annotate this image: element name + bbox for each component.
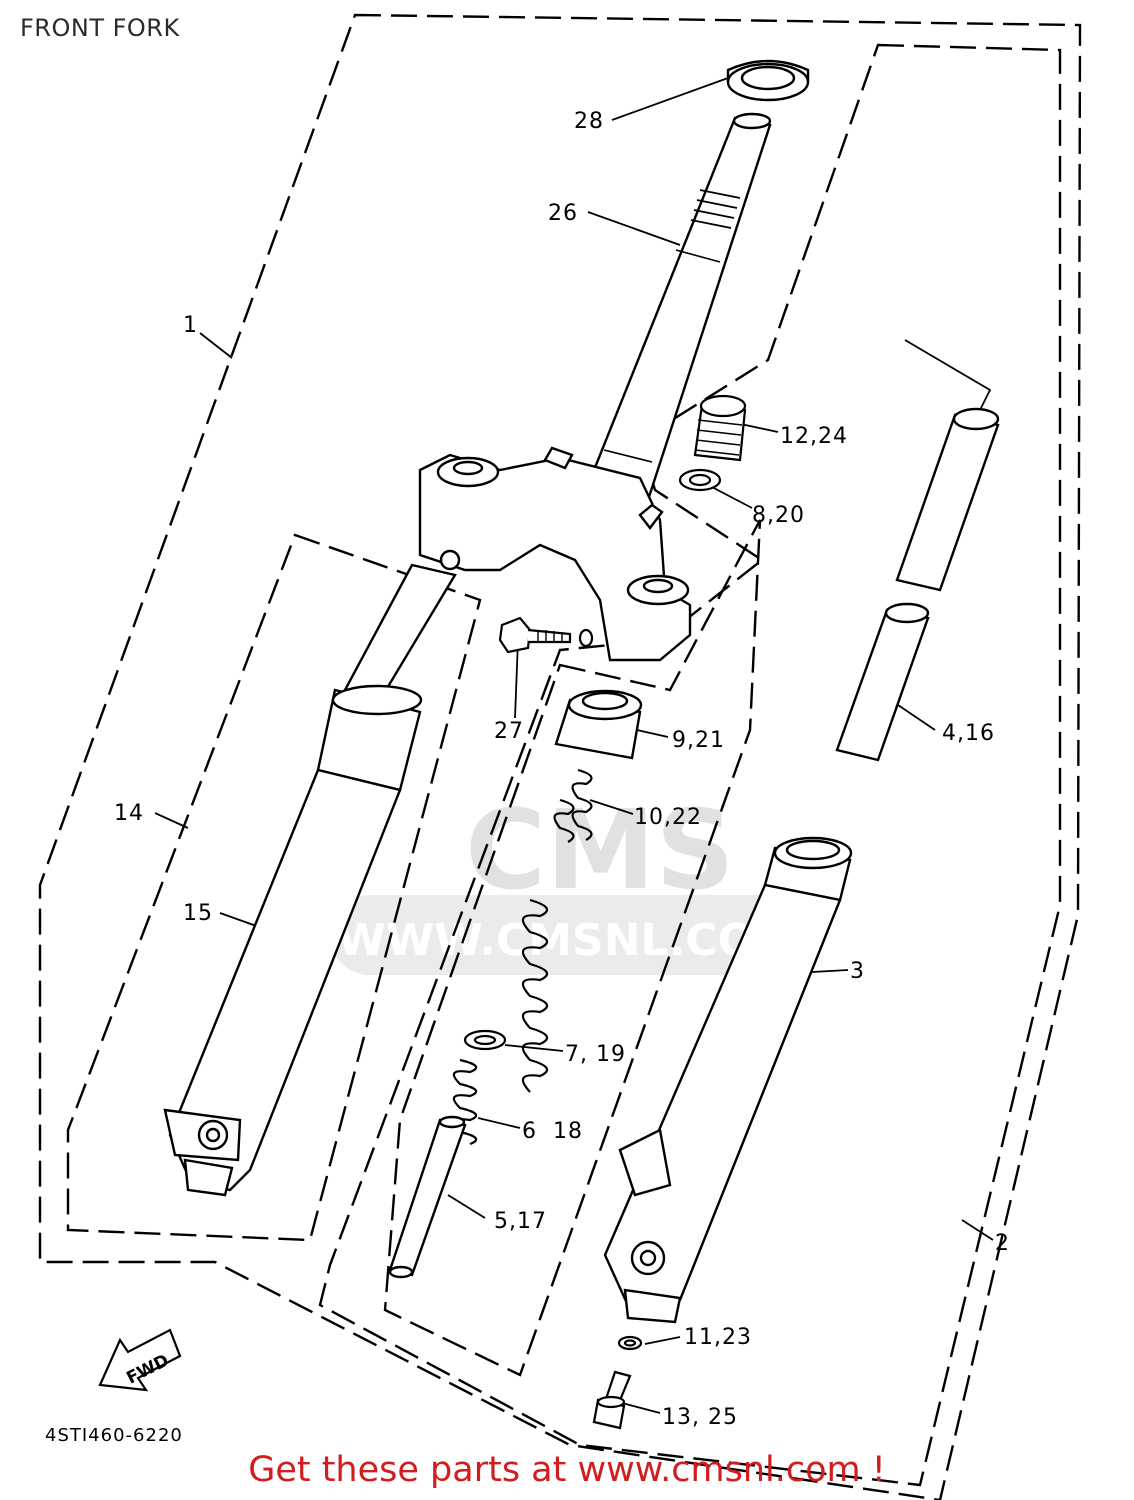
outline-inner-cartridge xyxy=(383,519,762,1377)
callout-6-18: 6 18 xyxy=(522,1119,583,1144)
callout-15: 15 xyxy=(183,901,213,926)
callout-12-24: 12,24 xyxy=(780,424,848,449)
callout-3: 3 xyxy=(850,959,865,984)
page-title: FRONT FORK xyxy=(20,14,180,42)
callout-1: 1 xyxy=(183,313,198,338)
watermark-url: WWW.CMSNL.COM xyxy=(337,915,799,966)
inner-tube-4-16 xyxy=(835,407,1000,762)
callout-5-17: 5,17 xyxy=(494,1209,547,1234)
assembly-outlines xyxy=(38,13,1082,1500)
callout-9-21: 9,21 xyxy=(672,728,725,753)
fork-spring-10-22 xyxy=(521,768,593,1093)
dust-seal-9-21 xyxy=(554,689,643,760)
fwd-arrow-icon: FWD xyxy=(98,1328,182,1392)
under-bracket xyxy=(418,446,692,662)
left-fork-leg-14-15 xyxy=(163,563,457,1197)
watermark-cms: CMS WWW.CMSNL.COM xyxy=(330,786,805,975)
washer-8-20 xyxy=(678,468,722,492)
callout-2: 2 xyxy=(995,1231,1010,1256)
bolt-13-25 xyxy=(592,1370,632,1430)
outline-assembly-1 xyxy=(38,13,1082,1500)
seal-28 xyxy=(726,59,810,102)
diagram-code: 4STI460-6220 xyxy=(45,1425,183,1446)
leader-lines xyxy=(154,77,994,1414)
damper-rod-5-17 xyxy=(388,1115,467,1279)
right-fork-leg-2-3 xyxy=(603,836,853,1324)
steering-stem xyxy=(588,112,772,502)
callout-28: 28 xyxy=(574,109,604,134)
washer-7-19 xyxy=(463,1029,507,1051)
callout-14: 14 xyxy=(114,801,144,826)
callout-8-20: 8,20 xyxy=(752,503,805,528)
footer-link-text[interactable]: Get these parts at www.cmsnl.com ! xyxy=(248,1450,886,1490)
cap-bolt-12-24 xyxy=(693,394,747,462)
washer-11-23 xyxy=(617,1335,643,1351)
callout-27: 27 xyxy=(494,719,524,744)
callout-4-16: 4,16 xyxy=(942,721,995,746)
callout-13-25: 13, 25 xyxy=(662,1405,738,1430)
bolt-27 xyxy=(498,616,594,654)
callout-26: 26 xyxy=(548,201,578,226)
outline-tube-group xyxy=(904,339,992,411)
callout-labels: 28 26 1 12,24 8,20 27 9,21 4,16 14 10,22… xyxy=(114,109,1010,1430)
callout-7-19: 7, 19 xyxy=(565,1042,626,1067)
callout-11-23: 11,23 xyxy=(684,1325,752,1350)
callout-10-22: 10,22 xyxy=(634,805,702,830)
outline-assembly-14 xyxy=(66,533,482,1242)
